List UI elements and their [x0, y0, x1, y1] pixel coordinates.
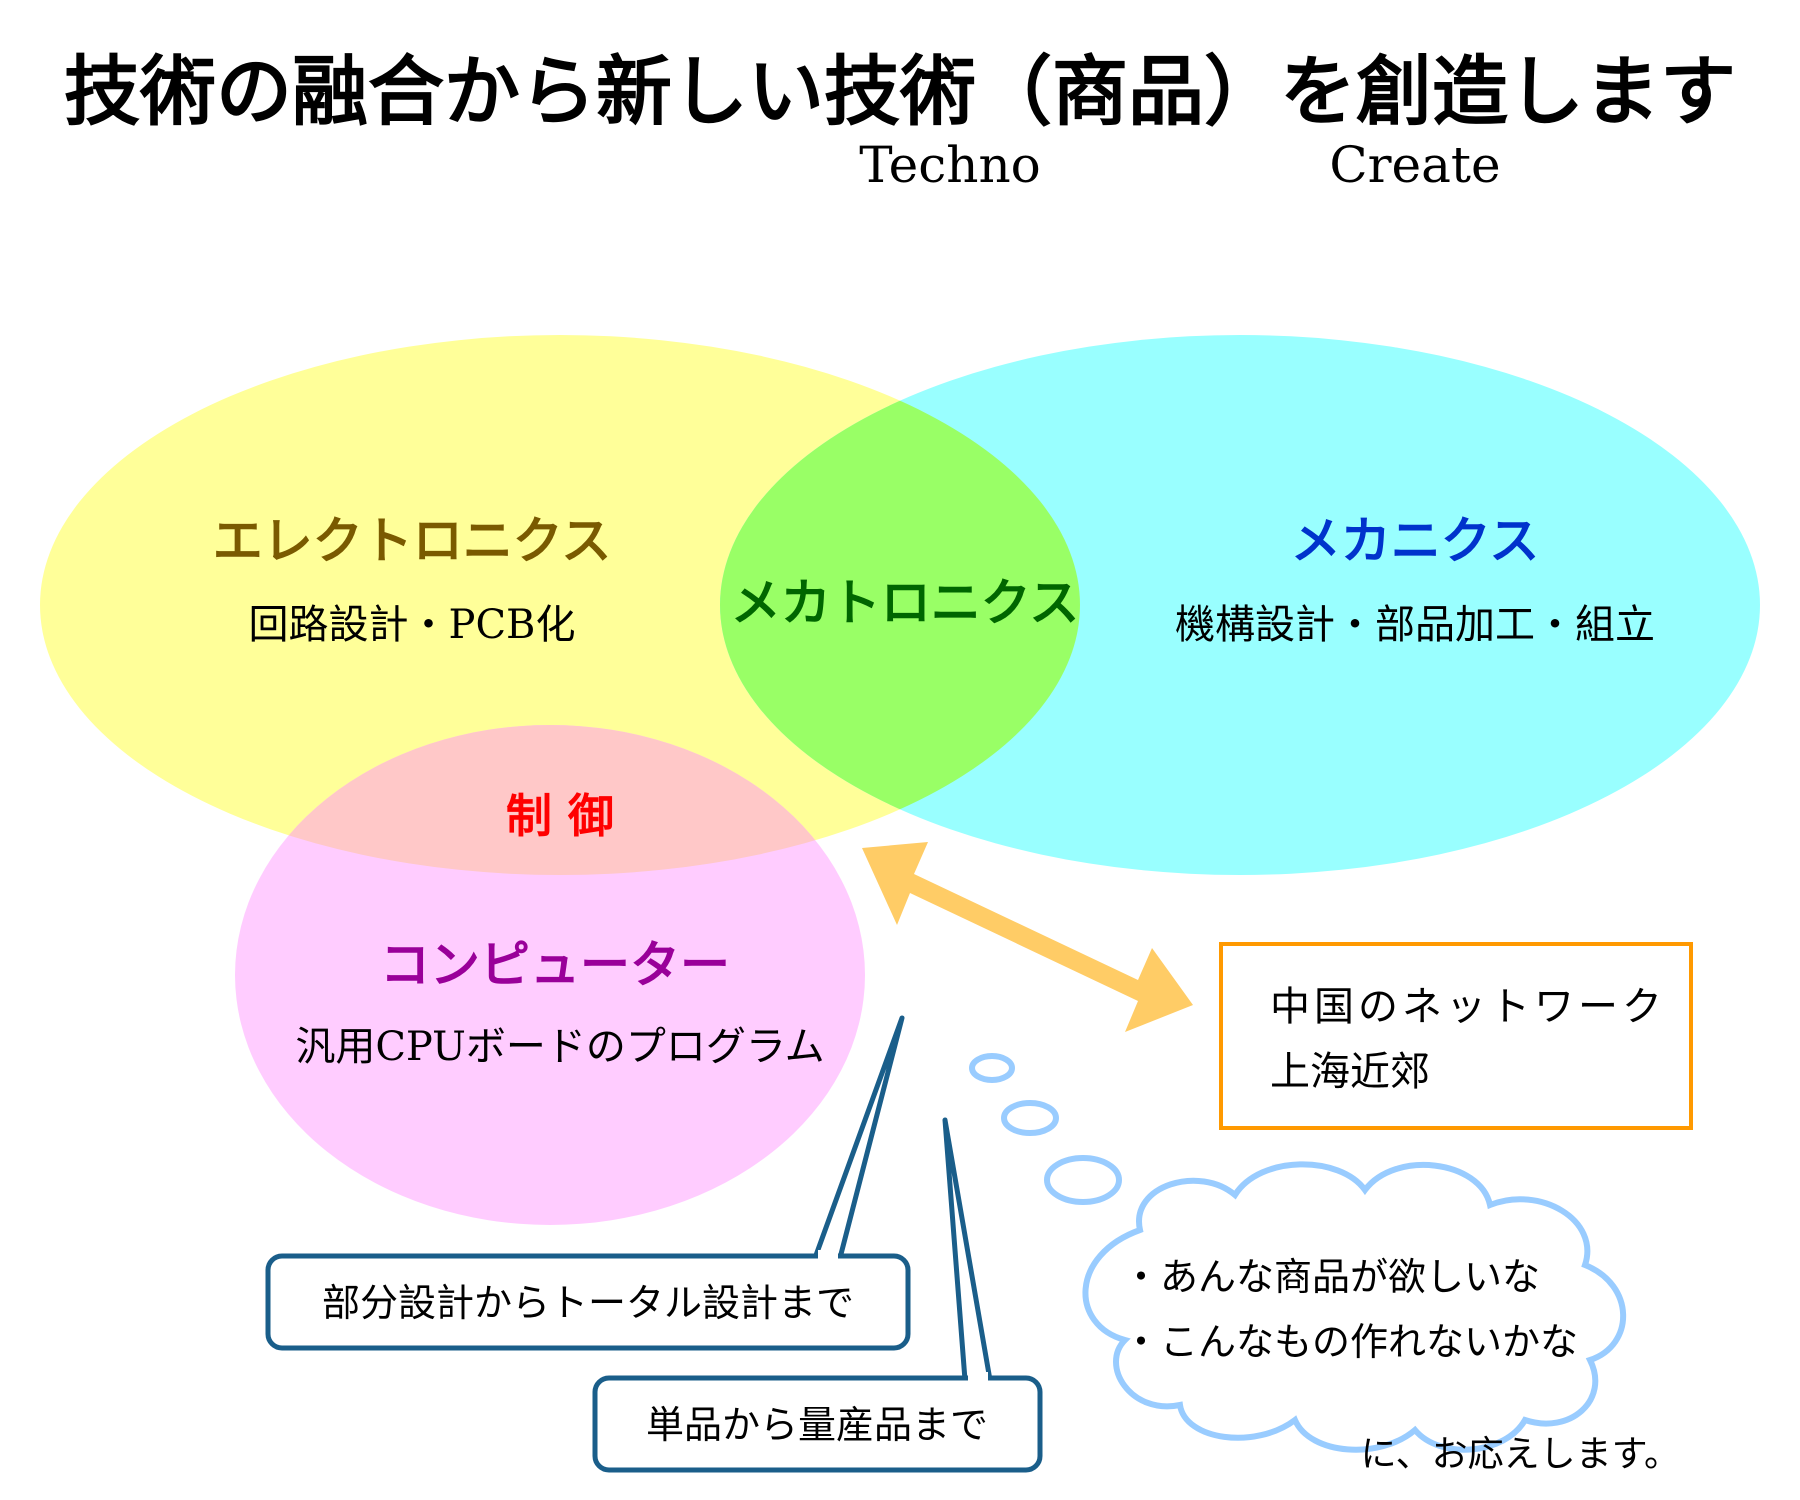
thought-bubble-small: [969, 1053, 1015, 1083]
callout-design-pointer: [812, 1015, 905, 1259]
network-line-2: 上海近郊: [1270, 1049, 1430, 1095]
closing-text: に、お応えします。: [1361, 1434, 1680, 1475]
control-overlap: [235, 725, 865, 875]
mechanics-label: メカニクス: [1291, 512, 1540, 570]
callout-production-text: 単品から量産品まで: [646, 1403, 988, 1447]
cloud-line-1: ・あんな商品が欲しいな: [1122, 1255, 1540, 1299]
page-title: 技術の融合から新しい技術（商品）を創造します: [64, 47, 1736, 136]
callout-design-box: [265, 1253, 911, 1351]
computer-label: コンピューター: [380, 936, 730, 994]
callout-design-gap: [818, 1250, 838, 1262]
callout-production-pointer: [942, 1117, 993, 1381]
callout-production-box: [592, 1375, 1043, 1473]
electronics-label: エレクトロニクス: [213, 512, 612, 570]
subtitle-techno: Techno: [859, 136, 1041, 194]
mechanics-desc: 機構設計・部品加工・組立: [1175, 602, 1655, 648]
network-line-1: 中国のネットワーク: [1270, 984, 1666, 1030]
control-label: 制 御: [506, 789, 614, 843]
thought-cloud: [1082, 1161, 1627, 1453]
cloud-line-2: ・こんなもの作れないかな: [1122, 1320, 1578, 1364]
computer-desc: 汎用CPUボードのプログラム: [295, 1024, 824, 1070]
callout-design-text: 部分設計からトータル設計まで: [322, 1281, 854, 1325]
network-box: [1219, 942, 1693, 1130]
thought-bubble-medium: [1001, 1100, 1059, 1136]
callout-production-gap: [968, 1372, 988, 1384]
electronics-desc: 回路設計・PCB化: [249, 602, 576, 648]
double-arrow: [862, 842, 1193, 1032]
thought-bubble-large: [1044, 1155, 1122, 1205]
mechatronics-label: メカトロニクス: [731, 574, 1080, 632]
mechatronics-overlap: [720, 335, 1080, 875]
subtitle-create: Create: [1329, 136, 1500, 194]
